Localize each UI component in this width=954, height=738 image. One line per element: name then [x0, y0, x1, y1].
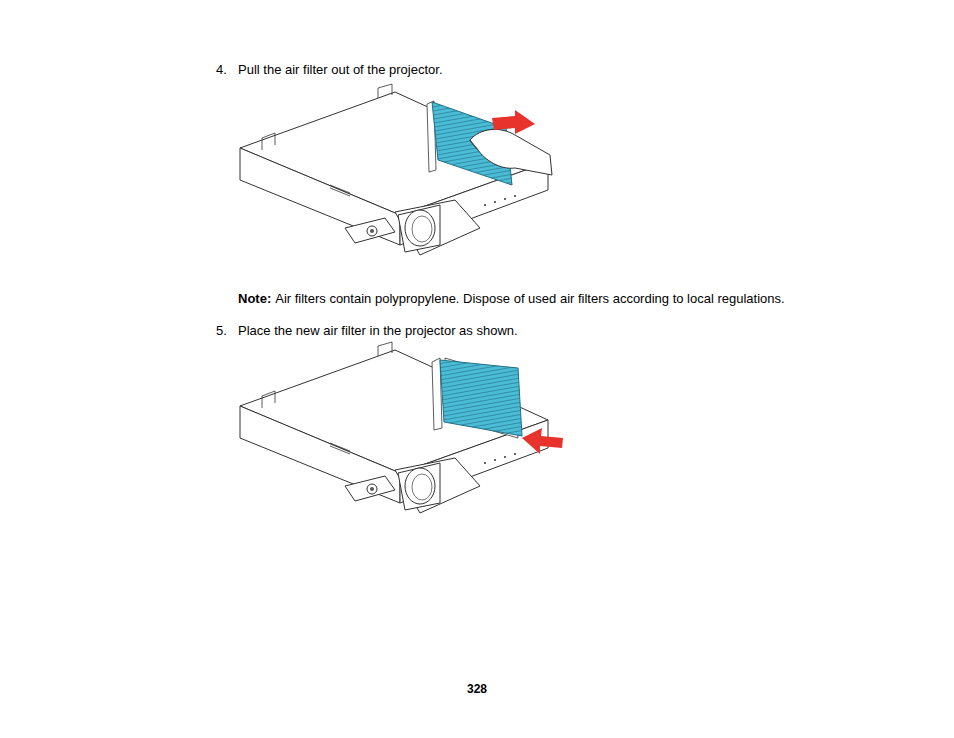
step-text: Pull the air filter out of the projector…: [238, 62, 443, 78]
page-number: 328: [467, 681, 487, 697]
note-text: Air filters contain polypropylene. Dispo…: [275, 291, 784, 307]
step-number: 5.: [216, 323, 227, 339]
step-number: 4.: [216, 62, 227, 78]
note-heading: Note:: [238, 291, 271, 307]
step-text: Place the new air filter in the projecto…: [238, 323, 518, 339]
